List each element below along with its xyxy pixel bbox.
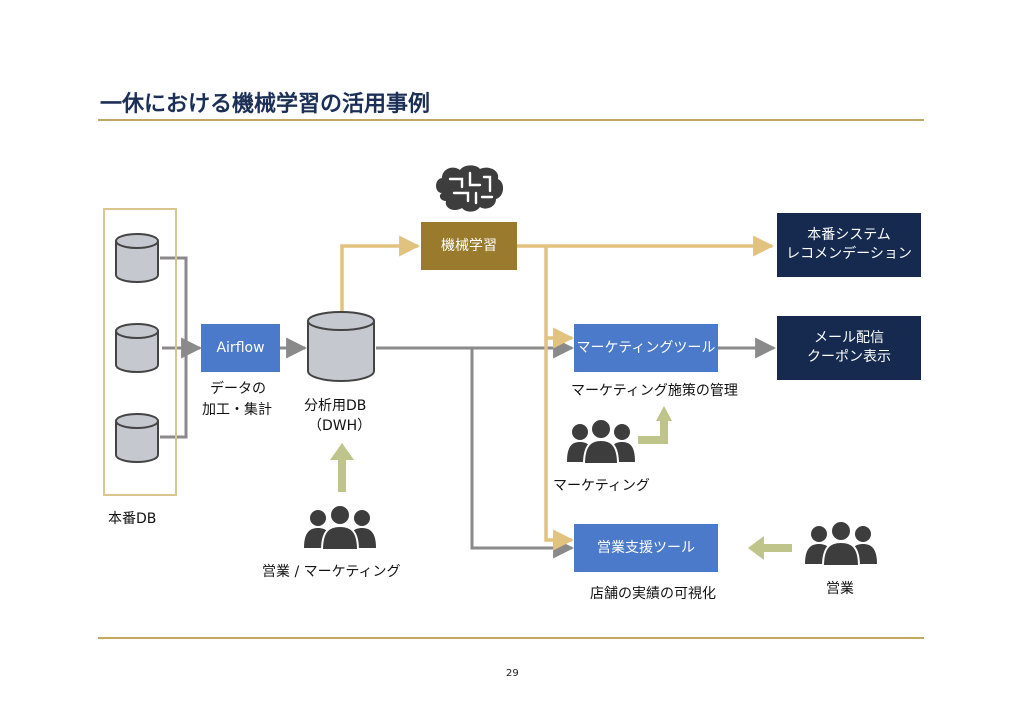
ml-flow-arrows bbox=[340, 235, 775, 551]
dwh-caption-line1: 分析用DB bbox=[304, 398, 367, 414]
airflow-caption-line1: データの bbox=[210, 381, 266, 397]
people-group-icon bbox=[304, 504, 376, 550]
mail-coupon-box: メール配信 クーポン表示 bbox=[777, 316, 921, 380]
dwh-output-arrows bbox=[376, 337, 777, 559]
source-db-frame bbox=[103, 208, 177, 496]
dwh-database-icon bbox=[307, 311, 375, 382]
sales-tool-box: 営業支援ツール bbox=[574, 524, 718, 572]
database-icon bbox=[115, 323, 159, 373]
user-arrows bbox=[330, 406, 792, 560]
database-icon bbox=[115, 413, 159, 463]
sales-tool-caption: 店舗の実績の可視化 bbox=[590, 586, 716, 602]
production-system-line1: 本番システム bbox=[807, 227, 891, 243]
users-sales-label: 営業 bbox=[826, 581, 854, 597]
production-system-box: 本番システム レコメンデーション bbox=[777, 213, 921, 277]
production-system-line2: レコメンデーション bbox=[786, 246, 912, 262]
marketing-tool-caption: マーケティング施策の管理 bbox=[571, 383, 738, 399]
source-db-connector bbox=[160, 256, 203, 439]
marketing-tool-box: マーケティングツール bbox=[574, 324, 718, 372]
source-db-label: 本番DB bbox=[108, 511, 157, 527]
page-title: 一休における機械学習の活用事例 bbox=[100, 92, 431, 117]
footer-rule bbox=[98, 637, 924, 639]
people-group-icon bbox=[567, 418, 635, 464]
users-marketing-label: マーケティング bbox=[553, 478, 650, 494]
database-icon bbox=[115, 233, 159, 283]
title-rule bbox=[98, 119, 924, 121]
page-number: 29 bbox=[506, 668, 519, 679]
users-dwh-label: 営業 / マーケティング bbox=[262, 564, 401, 580]
mail-coupon-line2: クーポン表示 bbox=[807, 349, 891, 365]
mail-coupon-line1: メール配信 bbox=[814, 330, 884, 346]
people-group-icon bbox=[805, 520, 877, 566]
ml-box: 機械学習 bbox=[421, 222, 517, 270]
brain-icon bbox=[436, 165, 504, 212]
airflow-box: Airflow bbox=[201, 324, 280, 372]
dwh-caption-line2: （DWH） bbox=[308, 418, 372, 434]
airflow-caption-line2: 加工・集計 bbox=[202, 402, 272, 418]
